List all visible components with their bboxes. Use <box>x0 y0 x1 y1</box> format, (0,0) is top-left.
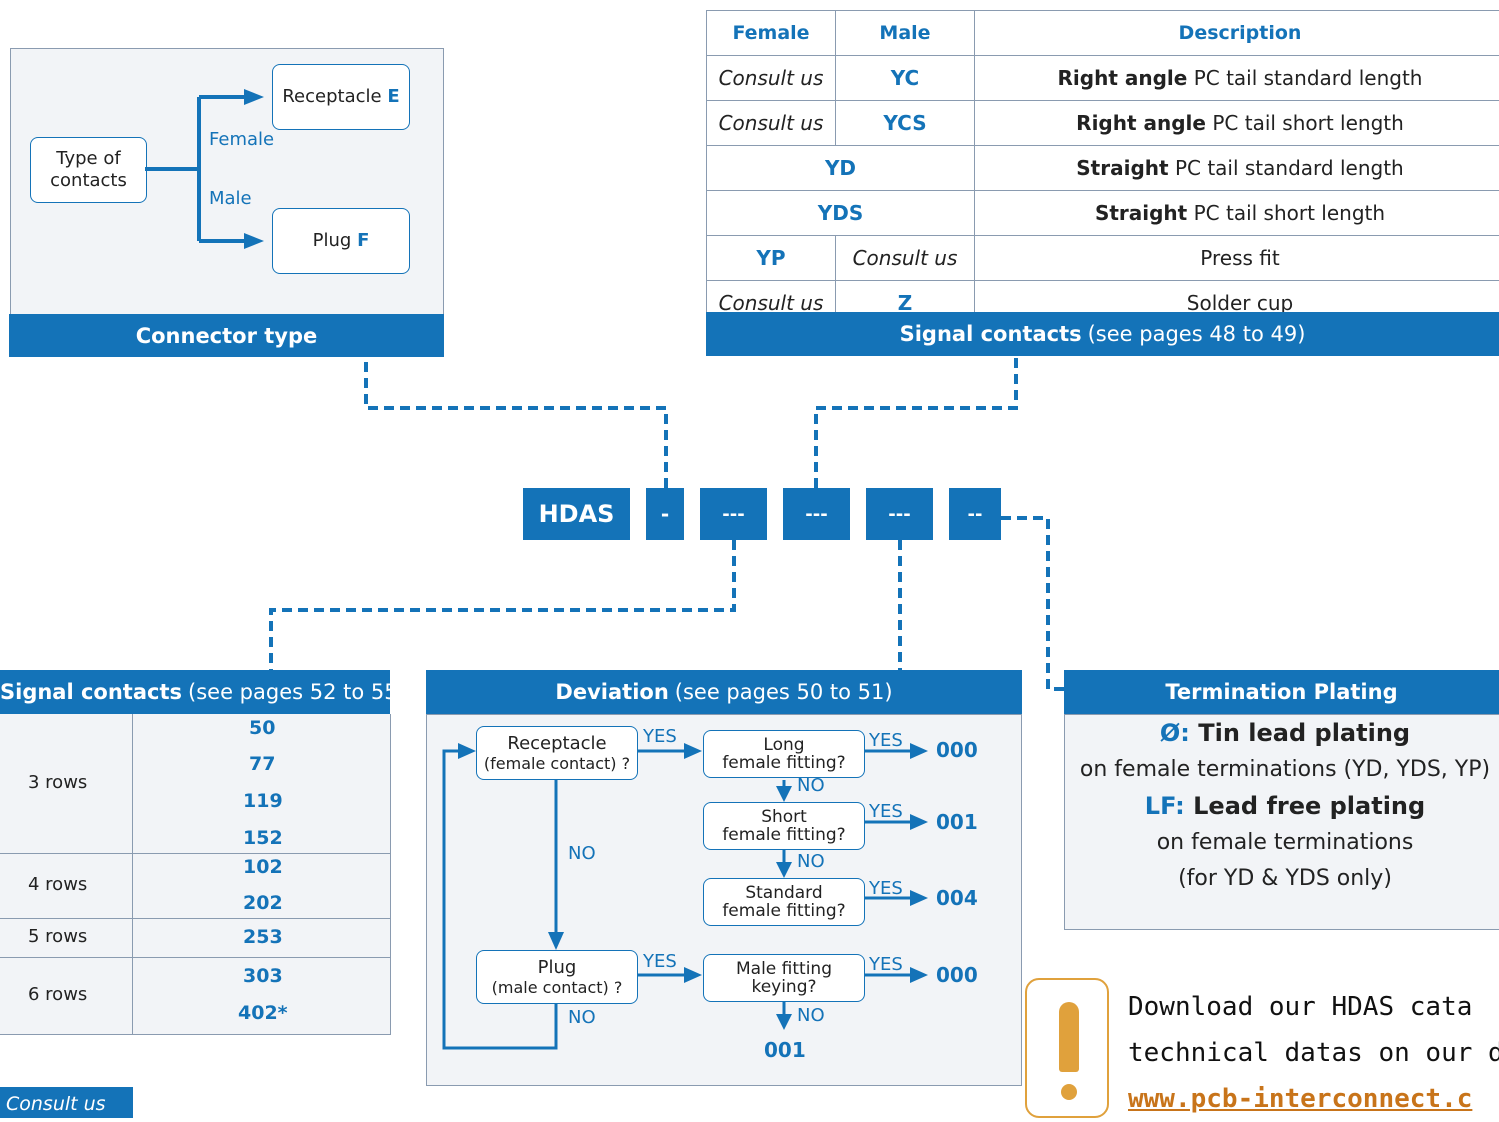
no-label: NO <box>797 775 825 796</box>
deviation-code: 000 <box>936 963 978 987</box>
deviation-code: 001 <box>936 810 978 834</box>
tin-code: Ø: <box>1160 719 1190 747</box>
long-fitting-question: Long female fitting? <box>703 730 865 778</box>
no-label: NO <box>797 851 825 872</box>
download-line-2: technical datas on our de <box>1128 1030 1499 1076</box>
lf-desc: on female terminations <box>1065 825 1499 862</box>
termination-title: Termination Plating <box>1064 670 1499 714</box>
yes-label: YES <box>869 730 903 751</box>
yes-label: YES <box>869 954 903 975</box>
yes-label: YES <box>643 726 677 747</box>
plug-question: Plug (male contact) ? <box>476 950 638 1004</box>
download-text: Download our HDAS cata technical datas o… <box>1128 984 1499 1122</box>
yes-label: YES <box>869 801 903 822</box>
deviation-code: 004 <box>936 886 978 910</box>
standard-fitting-question: Standard female fitting? <box>703 878 865 926</box>
termination-panel: Ø: Tin lead plating on female terminatio… <box>1064 714 1499 930</box>
male-keying-question: Male fitting keying? <box>703 954 865 1002</box>
lf-code: LF: <box>1145 792 1185 820</box>
short-fitting-question: Short female fitting? <box>703 802 865 850</box>
tin-text: Tin lead plating <box>1198 719 1410 747</box>
deviation-code: 000 <box>936 738 978 762</box>
lf-desc-2: (for YD & YDS only) <box>1065 861 1499 898</box>
tin-desc: on female terminations (YD, YDS, YP) <box>1065 752 1499 789</box>
lf-text: Lead free plating <box>1193 792 1425 820</box>
no-label: NO <box>797 1005 825 1026</box>
no-label: NO <box>568 1007 596 1028</box>
yes-label: YES <box>869 878 903 899</box>
no-label: NO <box>568 843 596 864</box>
deviation-code: 001 <box>764 1038 806 1062</box>
download-line-1: Download our HDAS cata <box>1128 984 1499 1030</box>
warning-icon <box>1025 978 1109 1118</box>
receptacle-question: Receptacle (female contact) ? <box>476 726 638 780</box>
download-link[interactable]: www.pcb-interconnect.c <box>1128 1076 1499 1122</box>
yes-label: YES <box>643 951 677 972</box>
